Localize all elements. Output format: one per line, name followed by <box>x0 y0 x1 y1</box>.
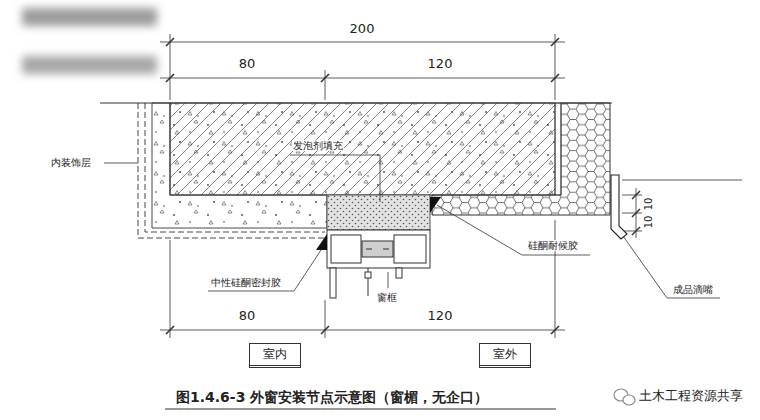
interior-finish <box>138 103 325 238</box>
dimension-lines <box>160 34 642 338</box>
dimension-value: 10 <box>643 197 654 212</box>
neutral-sealant <box>316 234 327 250</box>
leader-lines <box>104 155 720 298</box>
dimension-value: 80 <box>238 57 257 71</box>
part-label: 硅酮耐候胶 <box>527 240 579 251</box>
concrete-lintel <box>170 103 555 195</box>
watermark: 土木工程资源共享 <box>638 389 744 403</box>
wall-face-line <box>622 180 742 181</box>
part-label: 内装饰层 <box>50 157 92 168</box>
insulation-layer <box>432 103 610 215</box>
caption-underline <box>165 409 556 410</box>
box-label: 室内 <box>250 347 300 361</box>
foam-fill <box>327 195 430 230</box>
part-label: 发泡剂填充 <box>292 140 344 151</box>
figure-caption: 图1.4.6-3 外窗安装节点示意图（窗楣，无企口） <box>176 389 488 405</box>
weather-sealant <box>430 197 441 213</box>
blurred-header <box>22 8 157 74</box>
window-frame <box>327 230 430 298</box>
concrete-aggregate <box>170 103 555 195</box>
dimension-value: 10 <box>643 215 654 230</box>
dimension-value: 80 <box>238 309 257 323</box>
part-label: 窗框 <box>376 292 398 303</box>
part-label: 成品滴嘴 <box>672 284 714 295</box>
location-box: 室内 <box>249 343 301 368</box>
box-label: 室外 <box>480 347 530 361</box>
wechat-icon <box>614 389 635 405</box>
drip-profile <box>611 175 627 239</box>
dimension-value: 200 <box>349 22 376 36</box>
part-label: 中性硅酮密封胶 <box>210 277 282 288</box>
location-box: 室外 <box>479 343 531 368</box>
dimension-value: 120 <box>427 309 454 323</box>
dimension-value: 120 <box>427 57 454 71</box>
plaster-strip <box>555 103 561 195</box>
